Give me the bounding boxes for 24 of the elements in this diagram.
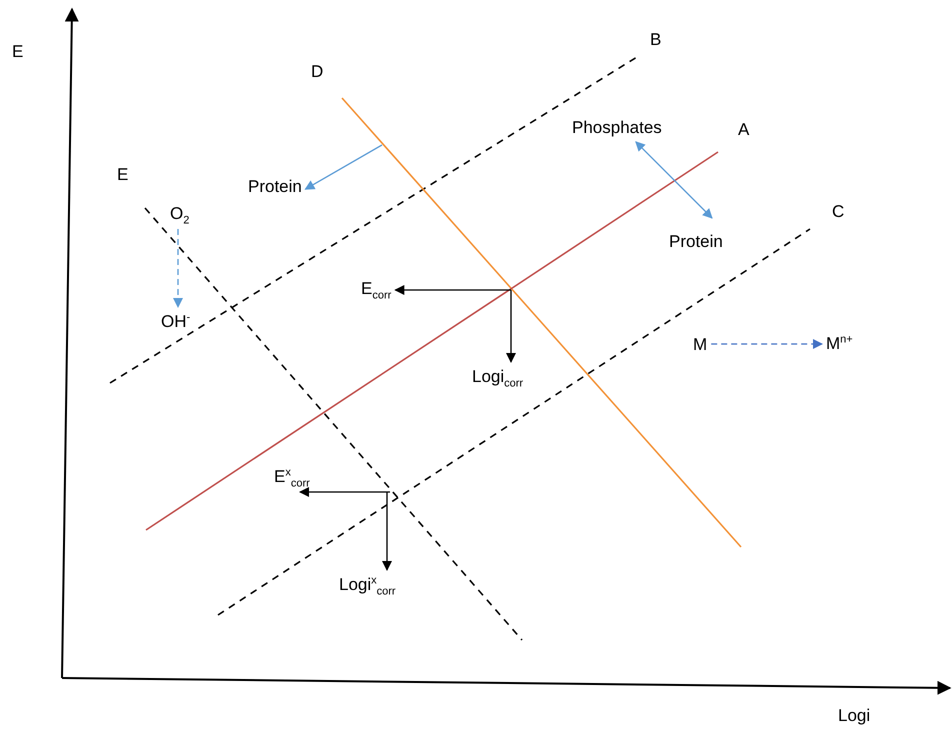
arrow (173, 229, 183, 308)
line-label: A (738, 119, 750, 141)
arrow (711, 339, 823, 349)
current-label: Logi$_{corr}$ (472, 366, 524, 388)
axis-label: E (12, 41, 24, 63)
species-label: Phosphates (572, 117, 662, 139)
arrow (382, 492, 392, 571)
arrow (635, 141, 713, 219)
arrow (506, 290, 516, 363)
line-label: B (650, 29, 662, 51)
arrow (299, 487, 390, 497)
line-label: D (311, 61, 324, 83)
arrow (394, 285, 511, 295)
species-label: OH$^{-}$ (161, 311, 190, 333)
line-label: E (117, 164, 128, 186)
species-label: M (693, 334, 708, 356)
line-label: C (832, 201, 844, 223)
potential-label: E$_{corr}$ (361, 278, 392, 300)
species-label: Protein (669, 231, 723, 253)
species-label: Protein (248, 176, 302, 198)
arrow (304, 144, 382, 190)
species-label: M$^{n+}$ (826, 333, 853, 355)
axis-label: Logi (838, 705, 870, 727)
species-label: O$_{2}$ (170, 203, 190, 225)
